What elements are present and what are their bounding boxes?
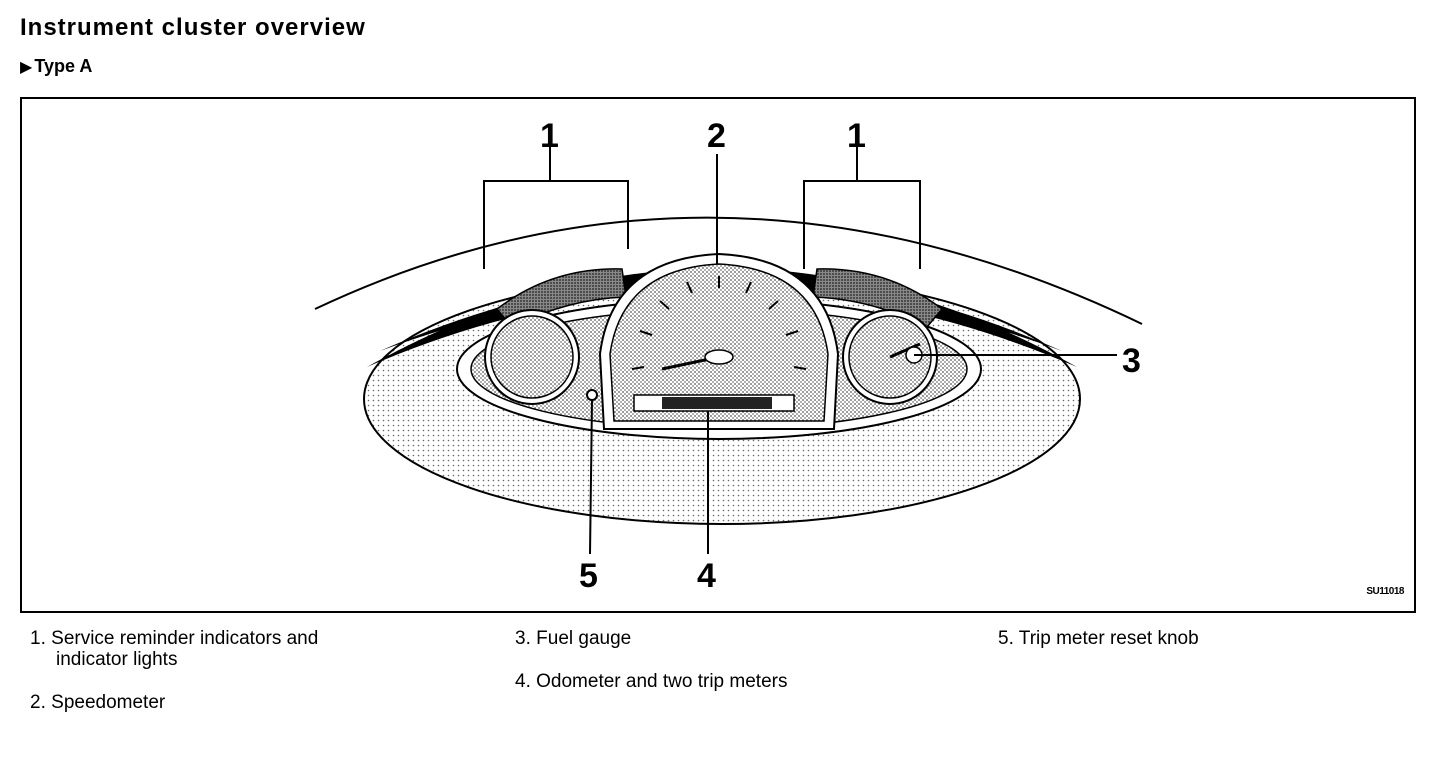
figure-code: SU11018 <box>1366 586 1404 597</box>
legend-item: 4. Odometer and two trip meters <box>515 671 787 692</box>
legend-text: Trip meter reset knob <box>1018 628 1199 649</box>
legend-text: Service reminder indicators and <box>51 628 319 649</box>
legend: 1. Service reminder indicators and indic… <box>0 628 1456 748</box>
callout-5: 5 <box>579 557 598 595</box>
subtitle-label: Type A <box>34 56 93 76</box>
right-triangle-icon: ▶ <box>20 58 33 76</box>
speedometer-ticks <box>631 276 807 370</box>
legend-text: Speedometer <box>51 692 166 713</box>
instrument-cluster-figure: 1 2 1 3 4 5 SU11018 <box>20 97 1416 613</box>
legend-number: 1. <box>30 628 46 649</box>
callout-2: 2 <box>707 117 726 155</box>
callout-4: 4 <box>697 557 716 595</box>
legend-item: 3. Fuel gauge <box>515 628 631 649</box>
instrument-cluster-illustration <box>314 147 1143 555</box>
legend-item: 5. Trip meter reset knob <box>998 628 1199 649</box>
callout-3: 3 <box>1122 342 1141 380</box>
legend-text: Fuel gauge <box>536 628 632 649</box>
dashboard-arc <box>314 216 1143 325</box>
legend-number: 2. <box>30 692 46 713</box>
trip-reset-knob <box>586 389 598 401</box>
callout-1-right: 1 <box>847 117 866 155</box>
legend-text: Odometer and two trip meters <box>536 671 788 692</box>
subtitle: ▶ Type A <box>20 56 92 77</box>
callout-leaders <box>483 147 1117 555</box>
page-title: Instrument cluster overview <box>20 14 366 41</box>
callout-1-left: 1 <box>540 117 559 155</box>
legend-item: 1. Service reminder indicators and indic… <box>30 628 318 670</box>
legend-text-line2: indicator lights <box>56 649 178 670</box>
legend-item: 2. Speedometer <box>30 692 165 713</box>
fuel-gauge-needle <box>889 342 921 359</box>
legend-number: 4. <box>515 671 531 692</box>
legend-number: 3. <box>515 628 531 649</box>
legend-number: 5. <box>998 628 1014 649</box>
